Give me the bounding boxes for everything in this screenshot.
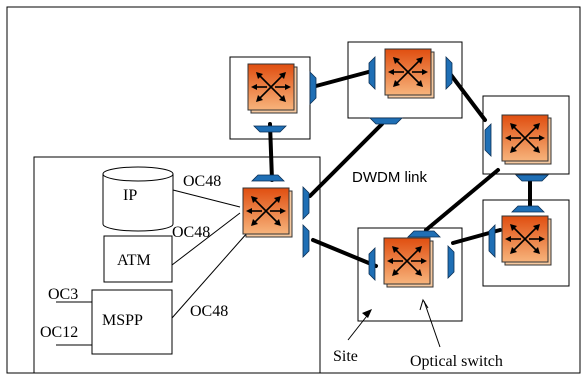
optical-switch-icon <box>383 237 434 288</box>
site-box-left <box>33 156 321 374</box>
ip-router-cylinder <box>102 166 174 232</box>
dwdm-links <box>268 69 532 268</box>
optical-switch-icon <box>501 114 552 165</box>
atm-switch-box <box>103 235 173 283</box>
connector-icon <box>309 71 317 105</box>
mspp-label: MSPP <box>102 312 143 329</box>
optical-switch-icon <box>247 63 298 114</box>
connector-icon <box>445 56 453 90</box>
site-box-right-upper <box>482 95 570 175</box>
optical-switch-arrow <box>419 298 441 348</box>
dwdm-link-label: DWDM link <box>352 169 427 186</box>
connector-icon <box>368 247 376 281</box>
site-box-bottom <box>357 227 463 322</box>
connector-icon <box>369 117 403 125</box>
atm-label: ATM <box>117 252 151 269</box>
connector-icon <box>302 186 310 220</box>
mspp-box <box>91 289 173 355</box>
connector-icon <box>302 224 310 258</box>
client-links <box>56 189 249 346</box>
connector-icon <box>515 174 549 182</box>
site-box-right-lower <box>482 199 570 287</box>
connector-icon <box>488 224 496 258</box>
oc12-label: OC12 <box>40 324 78 341</box>
oc48-atm-label: OC48 <box>172 224 210 241</box>
connector-icon <box>511 205 545 213</box>
optical-switch-icon <box>242 187 293 238</box>
connector-icon <box>251 174 285 182</box>
connector-icon <box>484 123 492 157</box>
ip-label: IP <box>123 187 137 204</box>
optical-switch-icon <box>501 215 552 266</box>
optical-switch-label: Optical switch <box>410 353 503 370</box>
oc48-mspp-label: OC48 <box>190 303 228 320</box>
optical-switch-icon <box>384 48 435 99</box>
connector-icon <box>368 56 376 90</box>
connector-icon <box>253 125 287 133</box>
connector-icon <box>447 245 455 279</box>
site-arrow <box>347 309 372 341</box>
oc48-ip-label: OC48 <box>183 173 221 190</box>
oc3-label: OC3 <box>48 286 78 303</box>
connector-icon <box>407 230 441 238</box>
site-label: Site <box>333 348 358 365</box>
site-box-top-mid <box>347 41 463 119</box>
